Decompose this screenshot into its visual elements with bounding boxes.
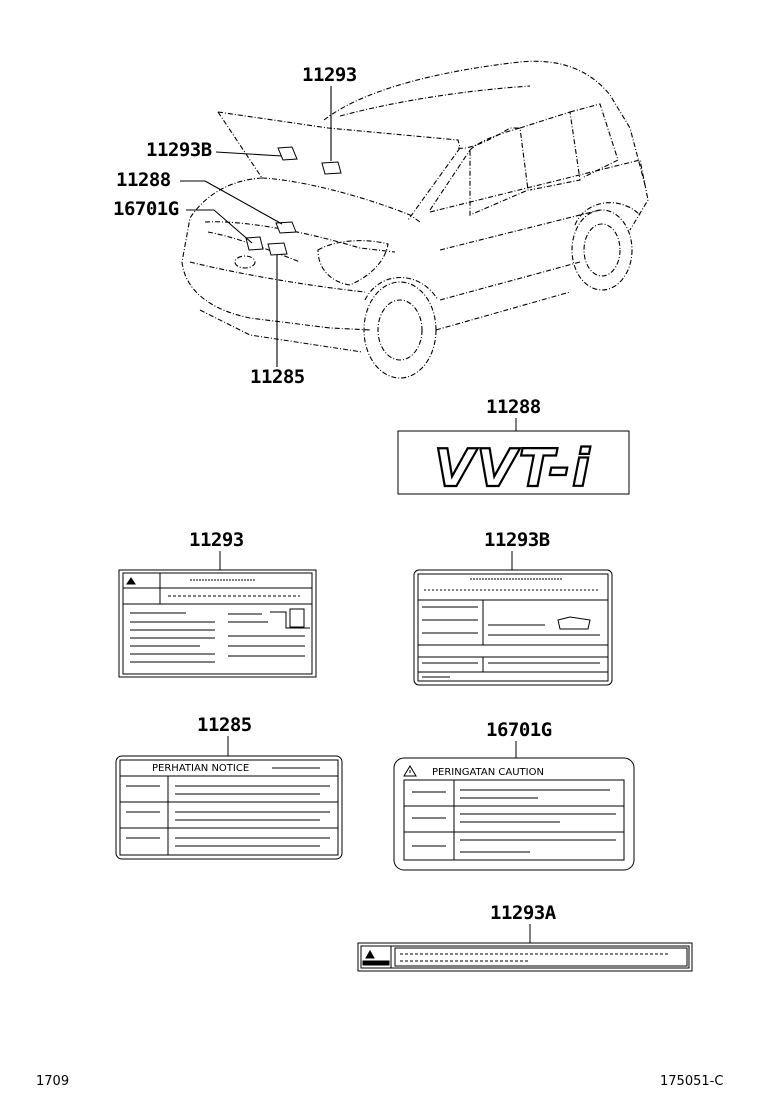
car-illustration [181, 60, 649, 379]
callout-11293b-label: 11293B [484, 529, 550, 551]
caution-heading: PERINGATAN CAUTION [432, 767, 544, 778]
label-11293a [357, 924, 693, 972]
car-decals [245, 146, 342, 256]
leader-lines-car [180, 86, 332, 367]
label-11285 [115, 736, 343, 860]
notice-heading: PERHATIAN NOTICE [152, 763, 249, 774]
footer-left-code: 1709 [36, 1074, 70, 1089]
callout-11288-label: 11288 [486, 396, 541, 418]
callout-11293-top: 11293 [302, 64, 357, 86]
vvti-badge-text: VVT-i [434, 439, 592, 499]
callout-11285-top: 11285 [250, 366, 305, 388]
footer-right-code: 175051-C [660, 1074, 724, 1089]
callout-16701g-label: 16701G [486, 719, 552, 741]
callout-11293b-top: 11293B [146, 139, 212, 161]
callout-11293-label: 11293 [189, 529, 244, 551]
label-11293b [413, 551, 613, 686]
label-11288 [397, 418, 630, 495]
callout-11293a-label: 11293A [490, 902, 556, 924]
label-16701g [393, 741, 635, 871]
label-11293 [118, 551, 317, 678]
callout-16701g-top: 16701G [113, 198, 179, 220]
callout-11285-label: 11285 [197, 714, 252, 736]
callout-11288-top: 11288 [116, 169, 171, 191]
